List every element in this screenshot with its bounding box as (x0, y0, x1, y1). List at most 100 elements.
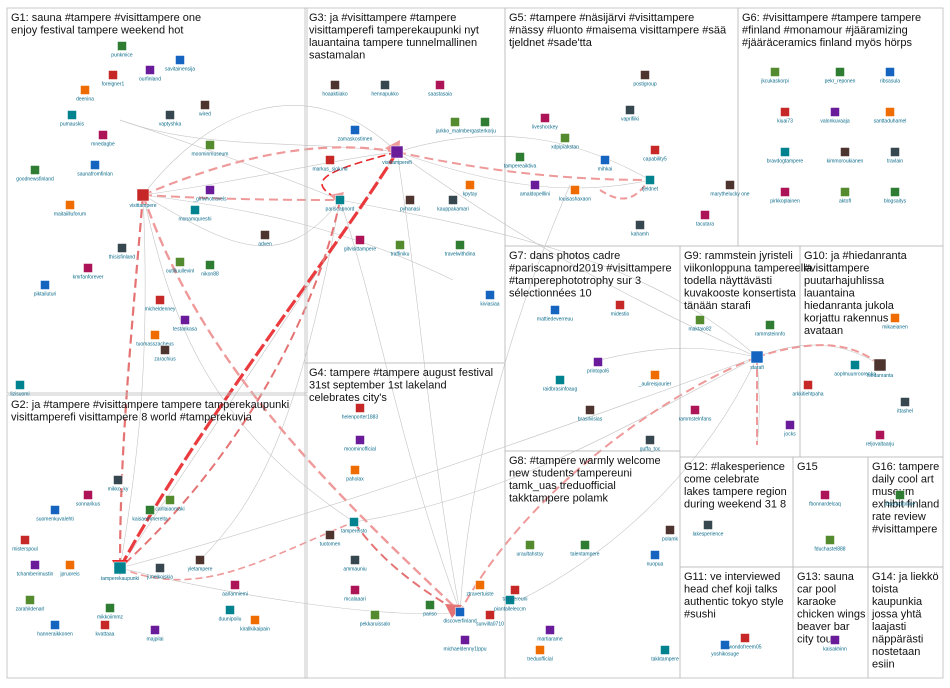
graph-node[interactable]: martiarame (537, 625, 563, 643)
graph-node[interactable]: tampereaiktiva (504, 152, 537, 170)
graph-node[interactable]: misterspoul (12, 535, 38, 553)
graph-node[interactable]: fduchastel888 (814, 535, 846, 553)
node-avatar[interactable] (350, 125, 360, 135)
graph-node[interactable]: takktampere (651, 645, 679, 663)
graph-node[interactable]: reljovaltaarju (866, 430, 895, 448)
graph-node[interactable]: sonnarikus (76, 490, 101, 508)
graph-node[interactable]: micheldenney (145, 295, 176, 313)
node-avatar[interactable] (580, 540, 590, 550)
node-avatar[interactable] (145, 505, 155, 515)
graph-node[interactable]: maktaio82 (688, 315, 712, 333)
graph-node[interactable]: tampereisto (341, 517, 367, 535)
node-avatar[interactable] (873, 358, 887, 372)
graph-node[interactable]: marythelucky one (710, 180, 750, 198)
node-avatar[interactable] (136, 188, 150, 202)
graph-node[interactable]: sunvilla0710 (476, 610, 504, 628)
graph-node[interactable]: visittampere (130, 188, 157, 209)
node-avatar[interactable] (765, 320, 775, 330)
graph-node[interactable]: yletampere (188, 555, 213, 573)
node-avatar[interactable] (650, 370, 660, 380)
node-avatar[interactable] (825, 535, 835, 545)
node-avatar[interactable] (725, 180, 735, 190)
node-avatar[interactable] (325, 530, 335, 540)
node-avatar[interactable] (640, 70, 650, 80)
node-avatar[interactable] (330, 80, 340, 90)
graph-node[interactable]: zarachius (154, 345, 176, 363)
node-avatar[interactable] (190, 205, 200, 215)
graph-node[interactable]: ribsasula (880, 67, 900, 85)
node-avatar[interactable] (448, 195, 458, 205)
graph-node[interactable]: fbonnardelcaq (809, 490, 841, 508)
graph-node[interactable]: hiedanranta (867, 358, 894, 379)
graph-node[interactable]: outilluullevinl (166, 257, 194, 275)
node-avatar[interactable] (355, 403, 365, 413)
node-avatar[interactable] (50, 505, 60, 515)
graph-node[interactable]: zamaskostimen (338, 125, 373, 143)
graph-node[interactable]: brasilvisias (578, 405, 603, 423)
graph-node[interactable]: kmrfanforever (73, 263, 104, 281)
graph-node[interactable]: mikkoiimmz (97, 603, 124, 621)
node-avatar[interactable] (108, 70, 118, 80)
node-avatar[interactable] (20, 535, 30, 545)
graph-node[interactable]: pirkkoplainen (770, 187, 800, 205)
node-avatar[interactable] (830, 635, 840, 645)
graph-node[interactable]: travelwithdina (445, 240, 476, 258)
graph-node[interactable]: blogsaitys (884, 187, 907, 205)
node-avatar[interactable] (803, 380, 813, 390)
node-avatar[interactable] (165, 110, 175, 120)
graph-node[interactable]: raidbrasinfoaug (543, 375, 578, 393)
node-avatar[interactable] (645, 175, 655, 185)
node-avatar[interactable] (515, 152, 525, 162)
graph-node[interactable]: starafi (750, 350, 764, 371)
graph-node[interactable]: kahamh (631, 220, 649, 238)
graph-node[interactable]: foreigner1 (102, 70, 125, 88)
graph-node[interactable]: tuotomen (320, 530, 341, 548)
node-avatar[interactable] (50, 620, 60, 630)
graph-node[interactable]: traffiniku (391, 240, 410, 258)
graph-node[interactable]: nikon88 (201, 260, 219, 278)
graph-node[interactable]: suomenkuvalehti (36, 505, 74, 523)
node-avatar[interactable] (90, 160, 100, 170)
graph-node[interactable]: polamk (662, 525, 679, 543)
graph-node[interactable]: piantalleleccm (494, 595, 526, 613)
graph-node[interactable]: thisisfinland (109, 243, 135, 261)
node-avatar[interactable] (83, 263, 93, 273)
graph-node[interactable]: capability5 (643, 145, 667, 163)
node-avatar[interactable] (650, 550, 660, 560)
node-avatar[interactable] (645, 435, 655, 445)
graph-node[interactable]: hanneraikkonen (37, 620, 73, 638)
node-avatar[interactable] (355, 435, 365, 445)
node-avatar[interactable] (830, 107, 840, 117)
node-avatar[interactable] (635, 220, 645, 230)
node-avatar[interactable] (570, 185, 580, 195)
graph-node[interactable]: aarlanniemi (222, 580, 248, 598)
node-avatar[interactable] (780, 187, 790, 197)
node-avatar[interactable] (350, 585, 360, 595)
node-avatar[interactable] (205, 185, 215, 195)
graph-node[interactable]: saunafromfinlan (77, 160, 113, 178)
graph-node[interactable]: wondofreem05 (728, 633, 762, 651)
graph-node[interactable]: rammsteinnfo (755, 320, 786, 338)
node-avatar[interactable] (540, 113, 550, 123)
node-avatar[interactable] (100, 620, 110, 630)
graph-node[interactable]: amaldopelllini (520, 180, 550, 198)
node-avatar[interactable] (525, 540, 535, 550)
graph-node[interactable]: kauppakamari (437, 195, 469, 213)
node-avatar[interactable] (370, 610, 380, 620)
node-avatar[interactable] (83, 490, 93, 500)
node-avatar[interactable] (485, 290, 495, 300)
node-avatar[interactable] (350, 555, 360, 565)
node-avatar[interactable] (175, 257, 185, 267)
node-avatar[interactable] (65, 560, 75, 570)
node-avatar[interactable] (505, 595, 515, 605)
node-avatar[interactable] (155, 563, 165, 573)
graph-node[interactable]: kvattaaa (96, 620, 115, 638)
node-avatar[interactable] (650, 145, 660, 155)
graph-node[interactable]: kiviasiaa (480, 290, 500, 308)
node-avatar[interactable] (355, 235, 365, 245)
node-avatar[interactable] (117, 243, 127, 253)
node-avatar[interactable] (180, 315, 190, 325)
graph-node[interactable]: pyhanasi (400, 195, 420, 213)
node-avatar[interactable] (175, 55, 185, 65)
node-avatar[interactable] (530, 180, 540, 190)
